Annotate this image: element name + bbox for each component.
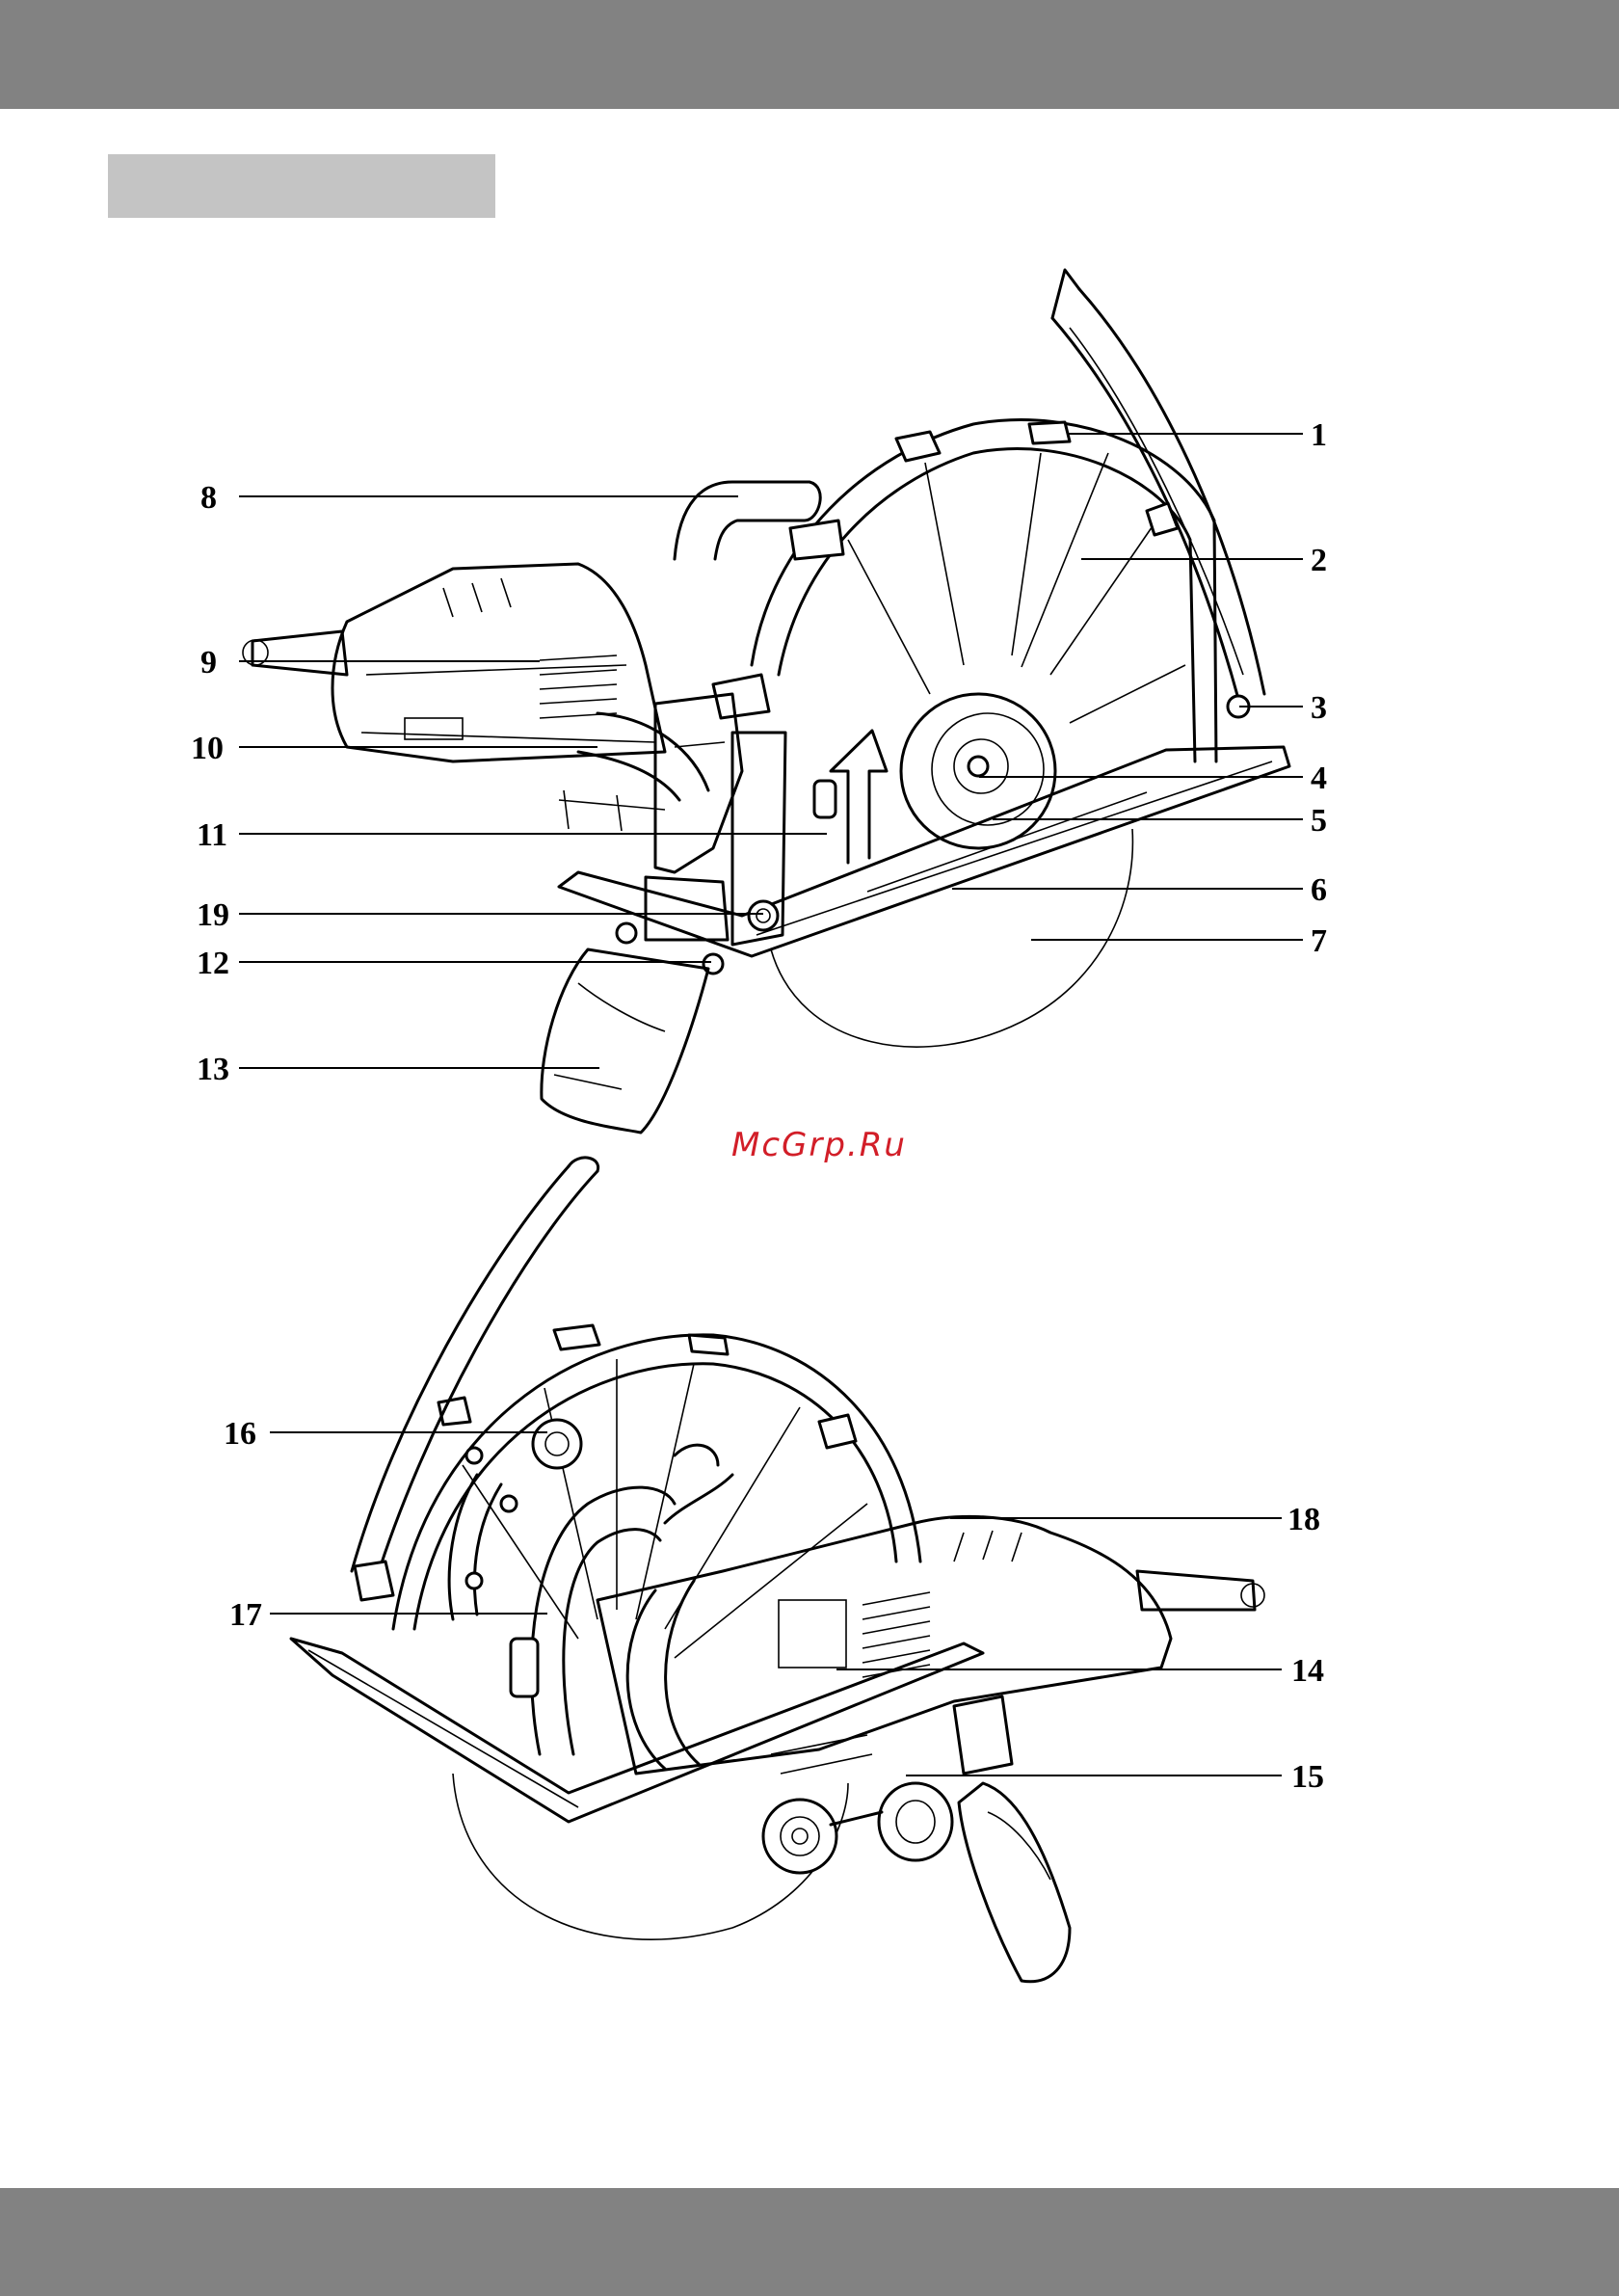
callout-15: 15 <box>1291 1759 1324 1795</box>
callout-14: 14 <box>1291 1653 1324 1689</box>
leader-lines <box>239 434 1303 1775</box>
footer-bar <box>0 2188 1619 2296</box>
callout-3: 3 <box>1311 690 1327 726</box>
callout-13: 13 <box>197 1052 229 1087</box>
callout-5: 5 <box>1311 803 1327 839</box>
callout-4: 4 <box>1311 761 1327 796</box>
watermark: McGrp.Ru <box>675 1126 964 1164</box>
callout-2: 2 <box>1311 543 1327 578</box>
callout-12: 12 <box>197 946 229 981</box>
callout-18: 18 <box>1287 1502 1320 1537</box>
callout-10: 10 <box>191 731 224 766</box>
callout-16: 16 <box>224 1416 256 1452</box>
callout-17: 17 <box>229 1597 262 1633</box>
callout-9: 9 <box>200 645 217 681</box>
saw-bottom-drawing <box>291 1158 1264 1982</box>
callout-19: 19 <box>197 897 229 933</box>
callout-1: 1 <box>1311 417 1327 453</box>
callout-6: 6 <box>1311 872 1327 908</box>
saw-top-drawing <box>243 270 1289 1133</box>
callout-11: 11 <box>197 817 227 853</box>
callout-8: 8 <box>200 480 217 516</box>
callout-7: 7 <box>1311 923 1327 959</box>
